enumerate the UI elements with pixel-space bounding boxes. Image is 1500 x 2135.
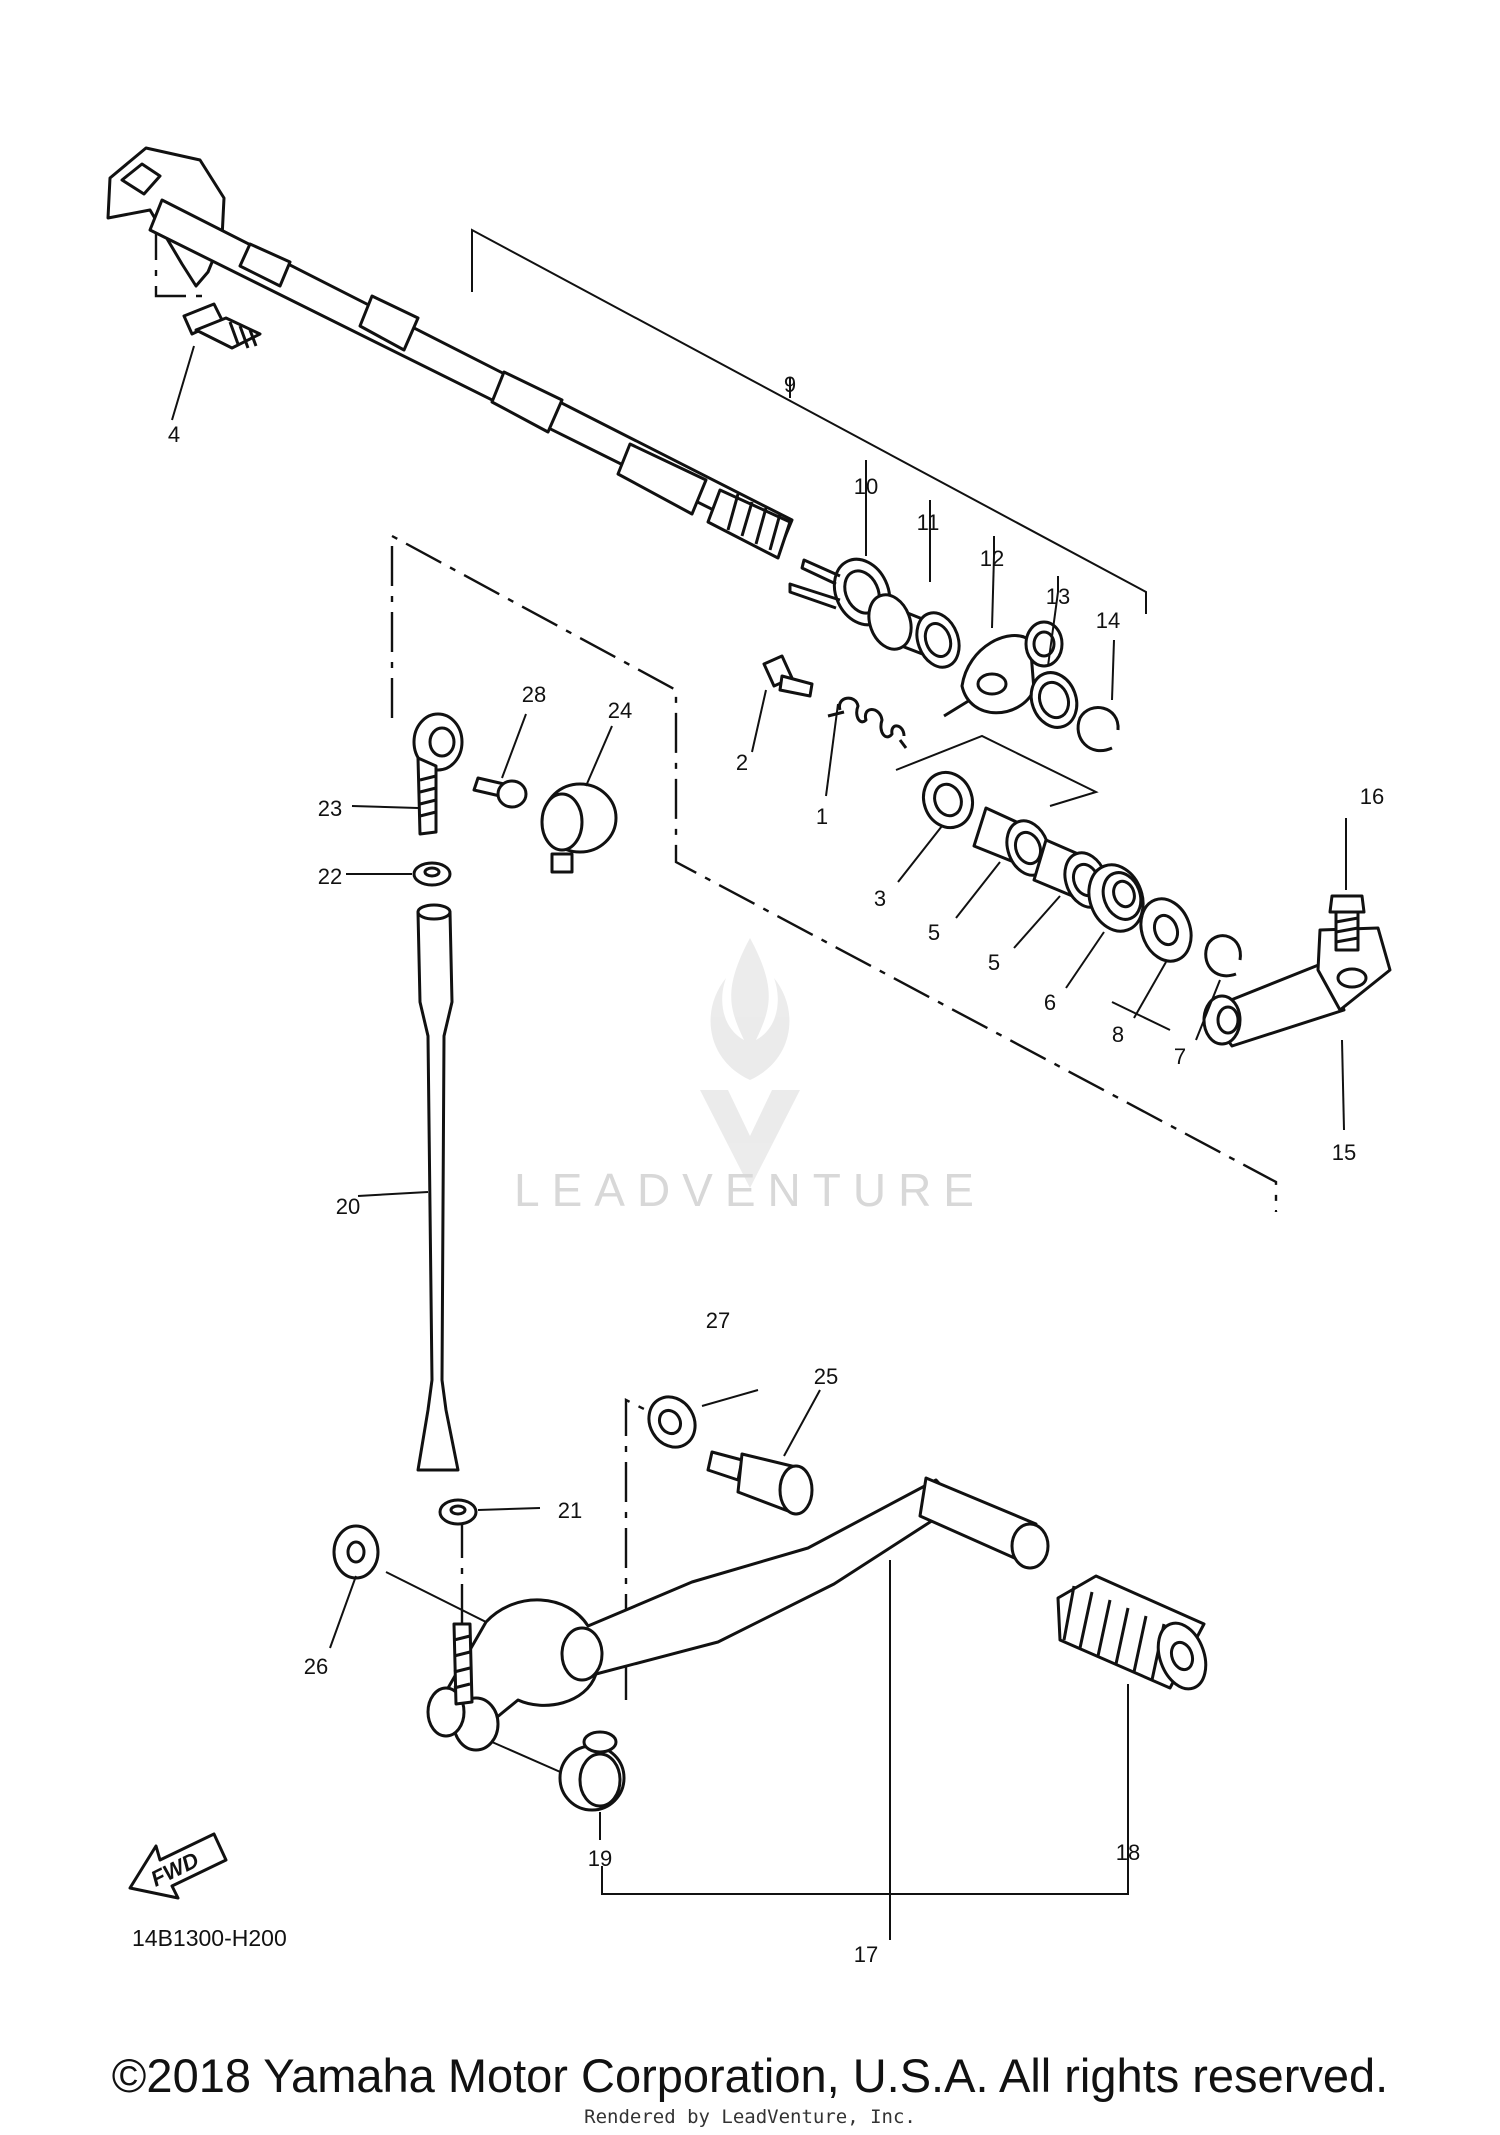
callout-16: 16 <box>1360 784 1384 809</box>
rendered-by-credit: Rendered by LeadVenture, Inc. <box>584 2106 916 2128</box>
callout-4: 4 <box>168 422 180 447</box>
cover-24 <box>540 782 618 874</box>
callout-20: 20 <box>336 1194 360 1219</box>
circlip-7 <box>1204 934 1242 978</box>
callout-9: 9 <box>784 372 796 397</box>
leadventure-flame-logo <box>700 938 800 1188</box>
callout-26: 26 <box>304 1654 328 1679</box>
callout-3: 3 <box>874 886 886 911</box>
callout-labels: 1 2 3 4 5 5 6 7 8 9 10 11 12 13 14 15 16… <box>168 372 1384 1967</box>
circlip-14 <box>1076 706 1120 753</box>
pedal-rubber-18 <box>1056 1574 1208 1691</box>
cover-19 <box>558 1730 626 1812</box>
bolt-16 <box>1328 894 1366 952</box>
callout-6: 6 <box>1044 990 1056 1015</box>
washer-3 <box>921 770 975 830</box>
copyright-notice: ©2018 Yamaha Motor Corporation, U.S.A. A… <box>111 2049 1389 2102</box>
callout-12: 12 <box>980 546 1004 571</box>
collar-11 <box>867 593 961 669</box>
callout-5b: 5 <box>988 950 1000 975</box>
callout-27: 27 <box>706 1308 730 1333</box>
rod-end-23 <box>412 712 464 836</box>
assembly-lines <box>154 220 1278 1940</box>
callout-28: 28 <box>522 682 546 707</box>
bolt-4 <box>182 302 262 350</box>
leadventure-watermark: LEADVENTURE <box>514 938 986 1216</box>
nut-22 <box>412 861 452 887</box>
shift-pedal-17 <box>426 1476 1050 1752</box>
bolt-2 <box>762 654 814 698</box>
callout-10: 10 <box>854 474 878 499</box>
callout-8: 8 <box>1112 1022 1124 1047</box>
bolt-25 <box>706 1450 814 1516</box>
callout-22: 22 <box>318 864 342 889</box>
nut-21 <box>438 1498 478 1526</box>
callout-13: 13 <box>1046 584 1070 609</box>
watermark-text: LEADVENTURE <box>514 1164 986 1216</box>
callout-2: 2 <box>736 750 748 775</box>
washer-27 <box>647 1395 697 1449</box>
spring-1 <box>827 696 908 749</box>
washer-8 <box>1139 897 1193 963</box>
stopper-lever-12 <box>943 620 1064 718</box>
shift-rod-20 <box>416 903 460 1472</box>
callout-18: 18 <box>1116 1840 1140 1865</box>
callout-23: 23 <box>318 796 342 821</box>
oil-seal-6 <box>1087 863 1145 933</box>
callout-7: 7 <box>1174 1044 1186 1069</box>
shift-arm-15 <box>1202 926 1392 1048</box>
fwd-arrow-icon: FWD <box>128 1832 228 1900</box>
callout-15: 15 <box>1332 1140 1356 1165</box>
washer-26 <box>332 1524 380 1580</box>
callout-21: 21 <box>558 1498 582 1523</box>
leader-lines <box>171 345 1347 1840</box>
callout-24: 24 <box>608 698 632 723</box>
bolt-28 <box>472 776 528 809</box>
callout-25: 25 <box>814 1364 838 1389</box>
callout-14: 14 <box>1096 608 1120 633</box>
collar-5a <box>972 806 1051 877</box>
washer-13 <box>1029 671 1079 729</box>
callout-17: 17 <box>854 1942 878 1967</box>
callout-19: 19 <box>588 1846 612 1871</box>
diagram-code: 14B1300-H200 <box>132 1925 287 1951</box>
shift-shaft <box>106 146 794 560</box>
callout-1: 1 <box>816 804 828 829</box>
callout-5a: 5 <box>928 920 940 945</box>
callout-11: 11 <box>917 510 940 535</box>
